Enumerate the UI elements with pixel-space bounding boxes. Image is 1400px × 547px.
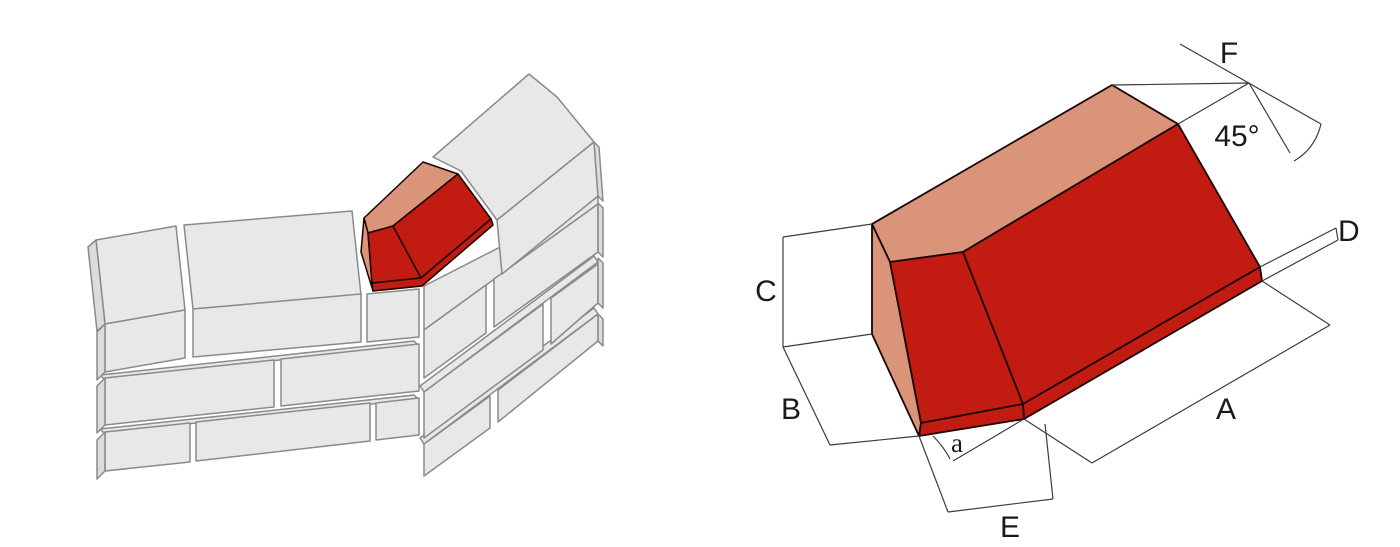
squint-brick-diagram: C B E A D F 45° a — [755, 37, 1360, 544]
squint-bottom-strip — [371, 218, 494, 292]
label-D: D — [1338, 215, 1360, 248]
wall-figure — [87, 73, 604, 480]
wall-squint-brick — [360, 161, 494, 292]
wall-end-cap — [597, 202, 604, 258]
dim-line-D — [1259, 227, 1339, 282]
wall-brick-front — [423, 284, 487, 379]
wall-end-cap — [597, 257, 604, 309]
wall-brick-top-face — [95, 225, 186, 325]
label-B: B — [781, 393, 801, 426]
dim-line-B — [782, 346, 920, 446]
dim-line-C — [782, 223, 873, 348]
wall-brick-front — [423, 395, 491, 477]
wall-brick-top-face — [183, 210, 362, 310]
wall-brick-front — [192, 293, 362, 358]
label-45-degrees: 45° — [1214, 120, 1259, 153]
label-C: C — [755, 275, 777, 308]
wall-brick-front — [280, 343, 420, 407]
angle-45-arc — [1293, 123, 1322, 162]
dim-line-A — [1023, 280, 1331, 464]
angle-a-arc — [932, 435, 951, 460]
wall-brick-front — [366, 288, 420, 343]
wall-brick-front — [195, 402, 371, 462]
wall-end-cap — [96, 323, 106, 381]
wall-end-cap — [96, 431, 106, 480]
brick-faces — [871, 84, 1263, 437]
wall-right-wing — [419, 73, 604, 477]
label-angle-a: a — [951, 428, 963, 458]
wall-end-cap — [597, 313, 604, 347]
wall-brick-front — [104, 422, 191, 472]
dimension-labels: C B E A D F 45° a — [755, 37, 1360, 544]
dimension-lines — [782, 43, 1339, 513]
wall-end-cap — [96, 377, 106, 434]
wall-brick-front — [423, 303, 544, 439]
dim-line-E — [918, 423, 1054, 513]
angle-a-line — [952, 418, 1025, 462]
dim-line-F — [1111, 43, 1322, 154]
label-E: E — [1000, 511, 1020, 544]
wall-brick-front — [375, 397, 420, 441]
wall-end-cap — [593, 141, 604, 202]
wall-left-wing — [87, 210, 420, 480]
label-F: F — [1220, 37, 1238, 70]
label-A: A — [1216, 393, 1236, 426]
